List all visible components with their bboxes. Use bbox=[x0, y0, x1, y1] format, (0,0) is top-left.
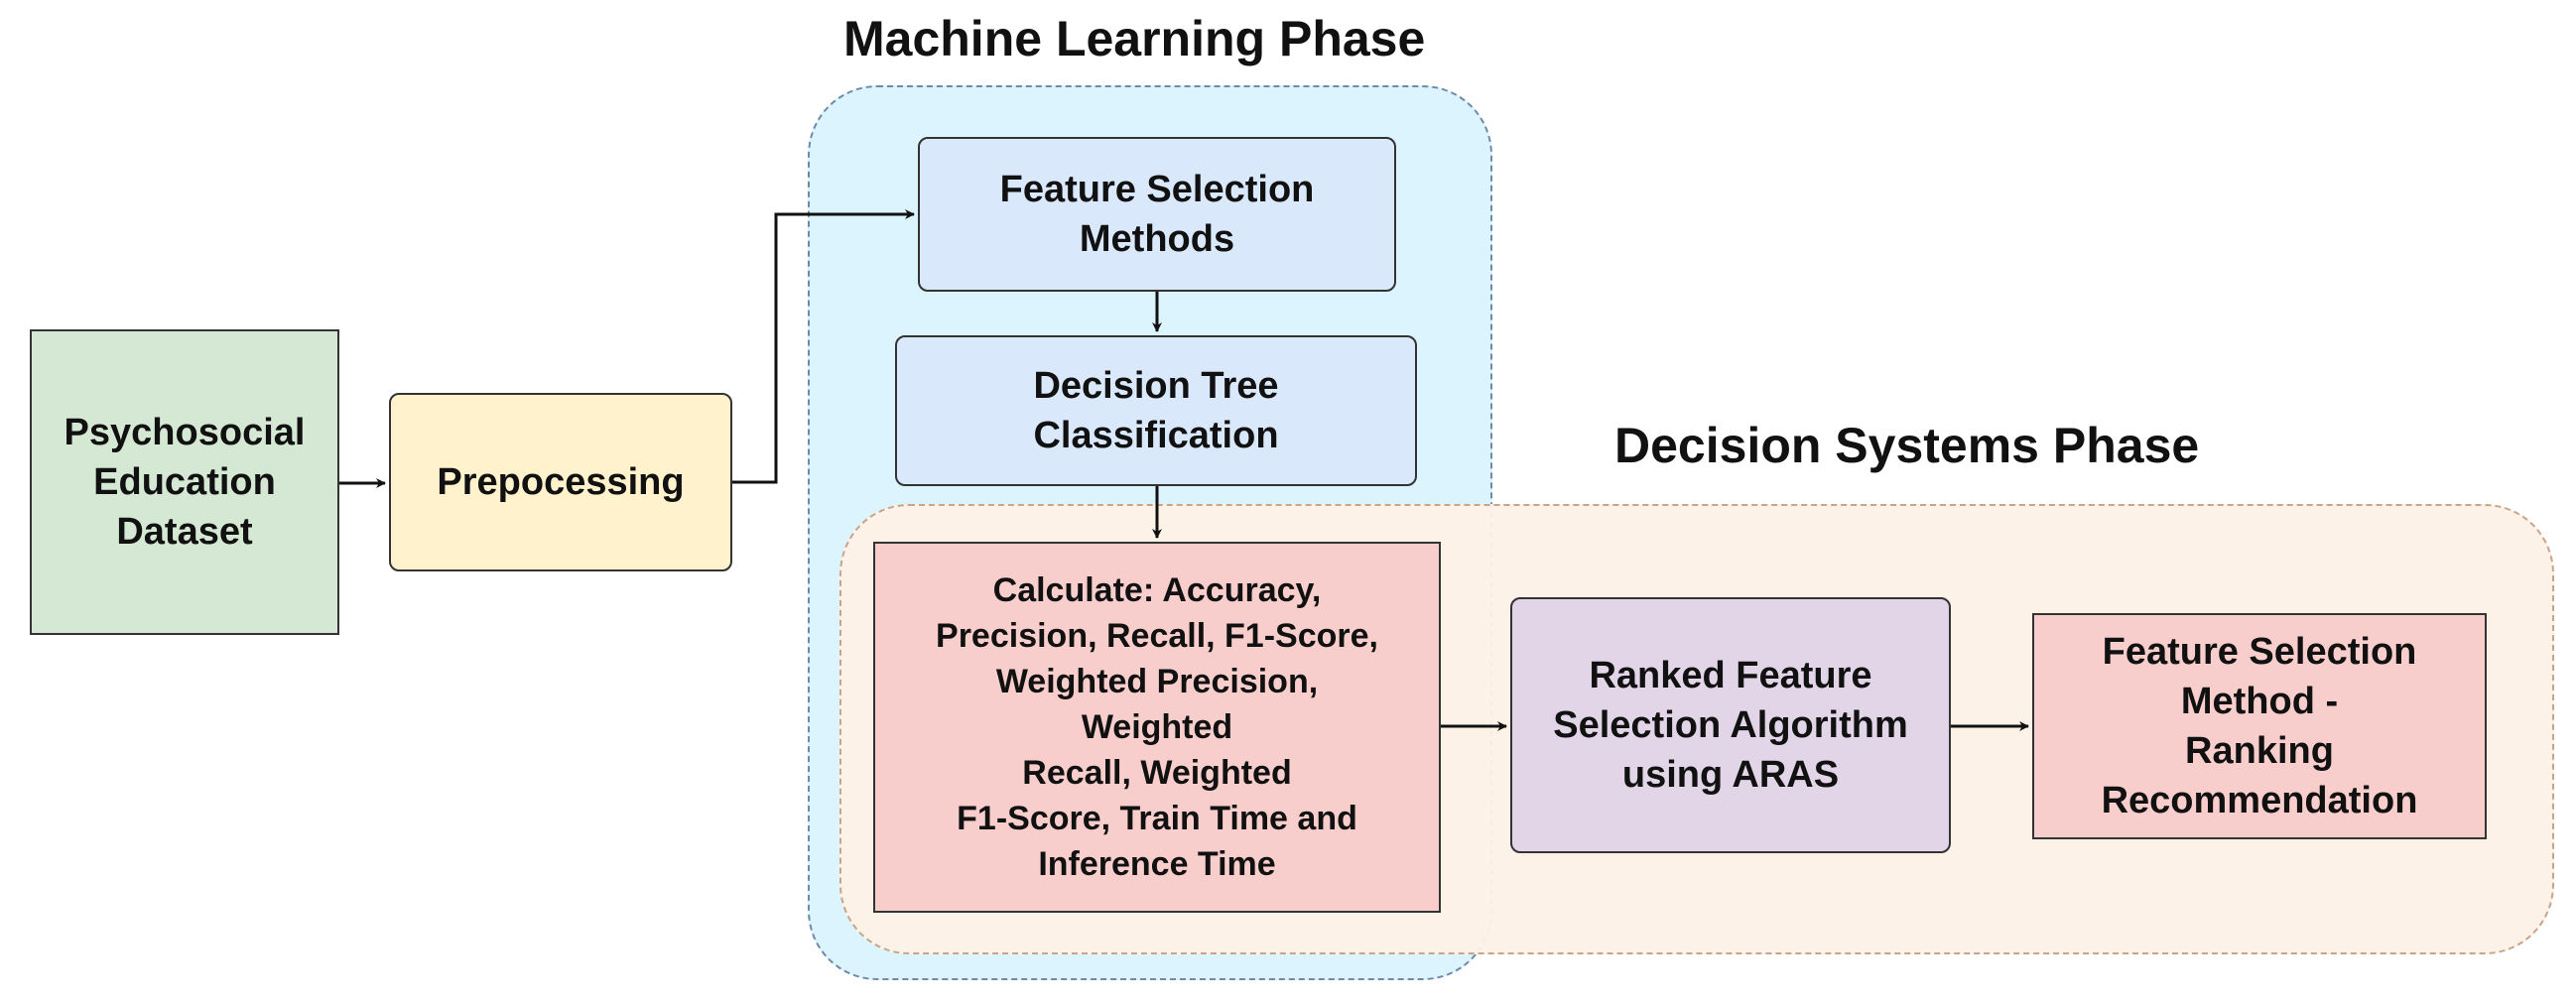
node-psychosocial-education-dataset: Psychosocial Education Dataset bbox=[30, 329, 339, 635]
machine-learning-phase-title: Machine Learning Phase bbox=[843, 11, 1426, 66]
node-decision-tree-classification: Decision Tree Classification bbox=[895, 335, 1417, 486]
node-ranked-feature-selection-aras: Ranked Feature Selection Algorithm using… bbox=[1510, 597, 1951, 853]
node-calculate-metrics: Calculate: Accuracy, Precision, Recall, … bbox=[873, 542, 1441, 913]
node-ranking-recommendation: Feature Selection Method - Ranking Recom… bbox=[2032, 613, 2487, 839]
node-feature-selection-methods: Feature Selection Methods bbox=[918, 137, 1396, 292]
decision-systems-phase-title: Decision Systems Phase bbox=[1614, 418, 2200, 473]
node-preprocessing: Prepocessing bbox=[389, 393, 732, 571]
